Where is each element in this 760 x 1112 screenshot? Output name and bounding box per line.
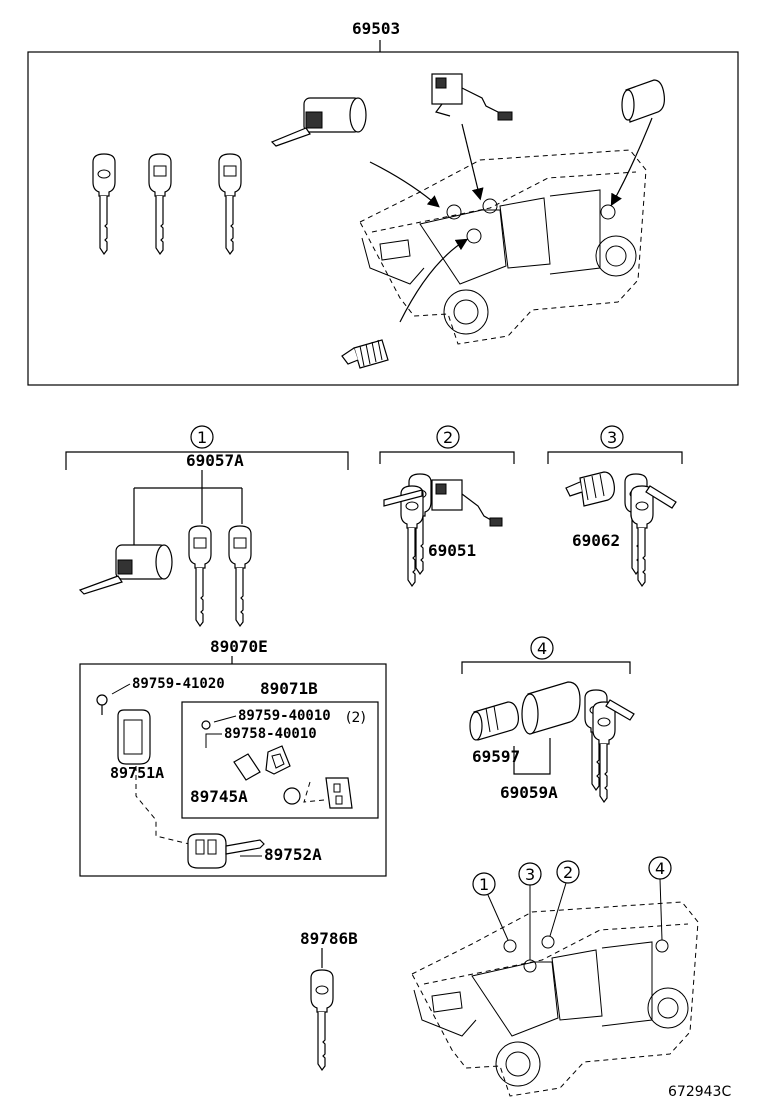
circuit-board [233,745,353,809]
leader-69057a [133,470,243,548]
glovebox-cylinder-top [341,339,389,369]
bottom-callout-3: 3 [525,865,535,884]
door-lock-2 [383,473,503,587]
label-69062: 69062 [572,531,620,550]
screw-89759-41020 [96,694,108,715]
screw-89759-40010 [201,720,211,730]
callout-circle-2 [436,425,460,449]
cylinder-69597 [469,701,519,741]
cylinder-69059a [521,681,581,735]
leader-89758-40010 [205,733,222,748]
label-89070e: 89070E [210,637,268,656]
vehicle-outline-bottom [411,901,699,1097]
case-89751a [117,709,151,765]
leader-69597 [513,738,551,775]
label-89786b: 89786B [300,929,358,948]
key-1a [188,525,212,627]
label-89758-40010: 89758-40010 [224,726,317,742]
callout-circle-1 [190,425,214,449]
label-89071b: 89071B [260,679,318,698]
bracket-1 [65,451,349,470]
bottom-callout-2: 2 [563,863,573,882]
callout-1: 1 [197,428,207,447]
label-89759-41020: 89759-41020 [132,676,225,692]
arrows-top [369,117,653,323]
ignition-cylinder-1 [78,544,173,595]
label-69503: 69503 [352,19,400,38]
label-89759-40010: 89759-40010 [238,708,331,724]
bottom-callout-4: 4 [655,859,665,878]
keys-section-4 [584,689,635,803]
bracket-2 [379,451,515,464]
label-69051: 69051 [428,541,476,560]
callout-circle-3 [600,425,624,449]
label-69057a: 69057A [186,451,244,470]
key-89752a [187,833,265,869]
label-89745a: 89745A [190,787,248,806]
bottom-callout-1: 1 [479,875,489,894]
key-1b [228,525,252,627]
qty-89759-40010: (2) [346,710,366,726]
vehicle-outline-top [359,149,647,345]
sub-key-2 [218,153,242,255]
dash-89751a [135,766,207,849]
callout-4: 4 [537,639,547,658]
bottom-callouts: 1 3 2 4 [472,856,672,960]
bracket-3 [547,451,683,464]
inner-frame-89071b [181,701,379,819]
door-lock-cylinder-top [431,73,513,121]
label-89752a: 89752A [264,845,322,864]
key-89786b [310,969,334,1071]
back-door-lock-3 [565,471,677,587]
drawing-code: 672943C [668,1084,731,1100]
callout-2: 2 [443,428,453,447]
transmitter-frame [79,663,387,877]
callout-3: 3 [607,428,617,447]
label-69059a: 69059A [500,783,558,802]
ignition-cylinder-top [270,97,367,147]
master-key [92,153,116,255]
label-89751a: 89751A [110,764,164,782]
assembly-frame [27,51,739,386]
callout-circle-4 [530,636,554,660]
sub-key-1 [148,153,172,255]
back-door-cylinder-top [621,79,665,123]
bracket-4 [461,661,631,674]
leader-89759-40010 [213,715,237,723]
leader-89759-41020 [111,683,131,695]
label-69597: 69597 [472,747,520,766]
